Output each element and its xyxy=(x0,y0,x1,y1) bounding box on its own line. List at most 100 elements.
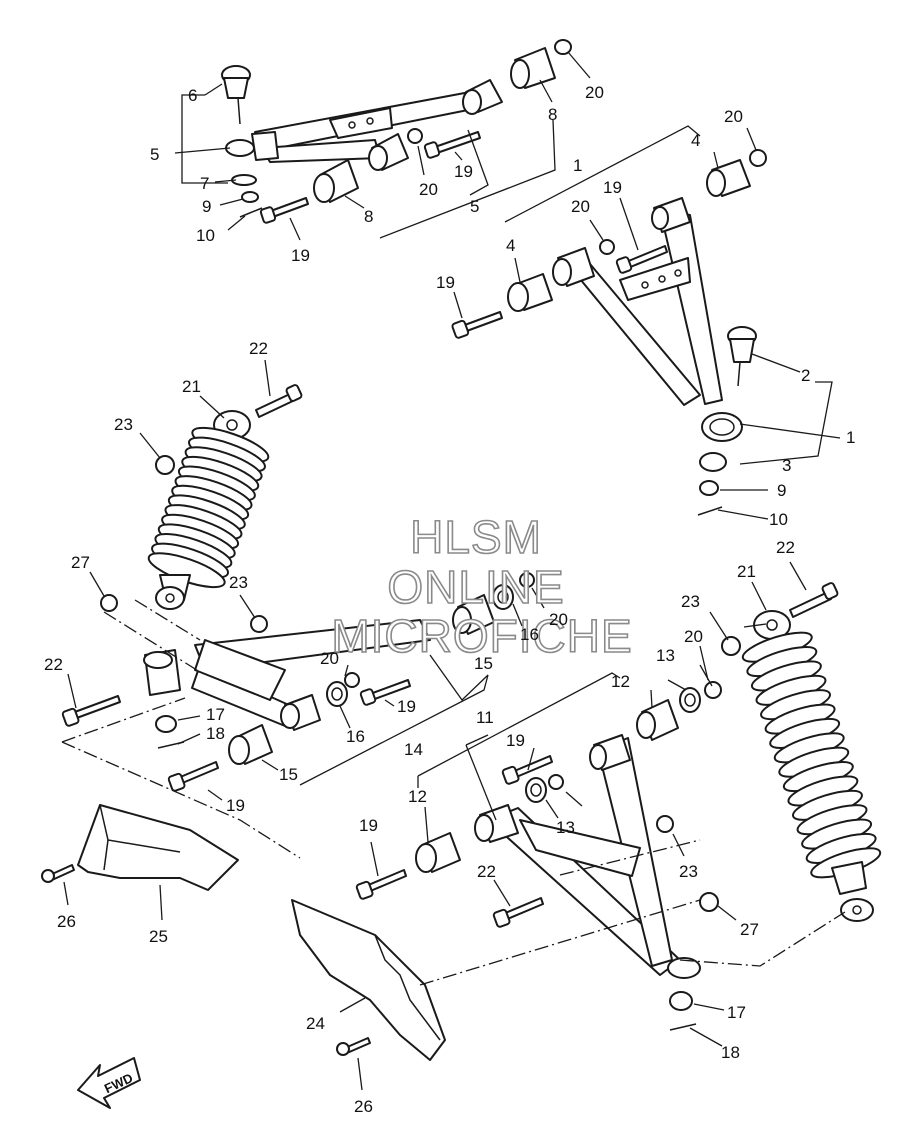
right-shock-absorber xyxy=(704,582,882,922)
callout: 12 xyxy=(611,672,630,691)
callout: 15 xyxy=(279,765,298,784)
left-shock-bottom-mount xyxy=(155,586,185,610)
callout: 20 xyxy=(684,627,703,646)
callout: 22 xyxy=(44,655,63,674)
nut-20-right-b xyxy=(599,239,615,255)
left-shock-absorber xyxy=(147,384,303,610)
nut-23-right-top xyxy=(721,636,741,656)
callout: 27 xyxy=(740,920,759,939)
nut-17-left xyxy=(155,715,177,733)
right-shock-bottom-mount xyxy=(840,898,874,922)
callout: 25 xyxy=(149,927,168,946)
nut-9-upper xyxy=(241,191,259,203)
watermark-line-2: ONLINE xyxy=(387,561,564,613)
callout: 7 xyxy=(200,174,209,193)
callout: 15 xyxy=(474,654,493,673)
upper-left-arm-assembly xyxy=(221,39,572,224)
washer-16-upper xyxy=(492,584,514,610)
callout: 19 xyxy=(226,796,245,815)
callout: 16 xyxy=(520,625,539,644)
fwd-arrow: FWD xyxy=(77,1057,141,1109)
circlip-3 xyxy=(699,452,727,472)
callout: 20 xyxy=(571,197,590,216)
callout: 13 xyxy=(656,646,675,665)
right-shock-spring xyxy=(741,631,882,879)
callout: 17 xyxy=(727,1003,746,1022)
fwd-arrow-icon xyxy=(77,1057,141,1109)
callout: 20 xyxy=(419,180,438,199)
nut-23-lower-left xyxy=(250,615,268,633)
callout: 20 xyxy=(724,107,743,126)
callout: 3 xyxy=(782,456,791,475)
nut-27-right xyxy=(699,892,719,912)
watermark: HLSM ONLINE MICROFICHE xyxy=(331,510,633,663)
callout: 19 xyxy=(454,162,473,181)
callout: 19 xyxy=(359,816,378,835)
callout: 22 xyxy=(477,862,496,881)
callout: 21 xyxy=(737,562,756,581)
callout: 1 xyxy=(573,156,582,175)
leader-lines xyxy=(61,51,846,1091)
guard-24 xyxy=(291,899,446,1061)
callout: 4 xyxy=(691,131,700,150)
callout: 9 xyxy=(202,197,211,216)
upper-right-arm-assembly xyxy=(451,149,767,516)
callout: 8 xyxy=(364,207,373,226)
callout: 16 xyxy=(346,727,365,746)
callout: 23 xyxy=(681,592,700,611)
callout: 4 xyxy=(506,236,515,255)
nut-20-right-shock xyxy=(704,681,722,699)
nut-20-right-a xyxy=(749,149,767,167)
upper-arm-5-bracket xyxy=(329,107,393,139)
callout: 22 xyxy=(249,339,268,358)
bolt-19-right-a xyxy=(625,245,668,269)
callout: 21 xyxy=(182,377,201,396)
lower-arm-14-gusset xyxy=(194,639,286,701)
callout: 1 xyxy=(846,428,855,447)
nut-9-right xyxy=(699,480,719,496)
callout: 20 xyxy=(585,83,604,102)
callout: 19 xyxy=(436,273,455,292)
callout: 19 xyxy=(506,731,525,750)
callout: 9 xyxy=(777,481,786,500)
callout: 5 xyxy=(470,197,479,216)
cotter-pin-10-upper xyxy=(239,207,263,218)
callout: 5 xyxy=(150,145,159,164)
cotter-pin-18-right xyxy=(669,1023,697,1031)
guard-25 xyxy=(77,804,239,891)
callout: 19 xyxy=(291,246,310,265)
nut-23-lower-right xyxy=(656,815,674,833)
callout: 12 xyxy=(408,787,427,806)
nut-20-lower-left-b xyxy=(344,672,360,688)
nut-20-upper-a xyxy=(407,128,423,144)
washer-13-right xyxy=(679,687,701,713)
nut-20-lower-right xyxy=(548,774,564,790)
bolt-22-lower-left xyxy=(71,695,121,720)
lower-arm-11-eye xyxy=(667,957,701,979)
callout: 23 xyxy=(114,415,133,434)
callout: 27 xyxy=(71,553,90,572)
callout: 10 xyxy=(196,226,215,245)
callout: 24 xyxy=(306,1014,325,1033)
nut-23-left-top xyxy=(155,455,175,475)
guards-assembly xyxy=(41,804,446,1061)
callout: 6 xyxy=(188,86,197,105)
washer-13-left xyxy=(525,777,547,803)
watermark-line-3: MICROFICHE xyxy=(331,610,632,662)
boot-5 xyxy=(225,139,255,157)
washer-16-lower xyxy=(326,681,348,707)
callout: 26 xyxy=(354,1097,373,1116)
callout: 20 xyxy=(549,610,568,629)
callout: 23 xyxy=(229,573,248,592)
nut-20-lower-left-a xyxy=(519,572,535,588)
callout: 19 xyxy=(397,697,416,716)
callout: 14 xyxy=(404,740,423,759)
upper-arm-1-eye xyxy=(701,412,743,442)
callout: 10 xyxy=(769,510,788,529)
callout: 18 xyxy=(721,1043,740,1062)
callout: 26 xyxy=(57,912,76,931)
callout: 23 xyxy=(679,862,698,881)
callout: 11 xyxy=(476,708,494,727)
upper-arm-1-plate xyxy=(619,257,691,301)
